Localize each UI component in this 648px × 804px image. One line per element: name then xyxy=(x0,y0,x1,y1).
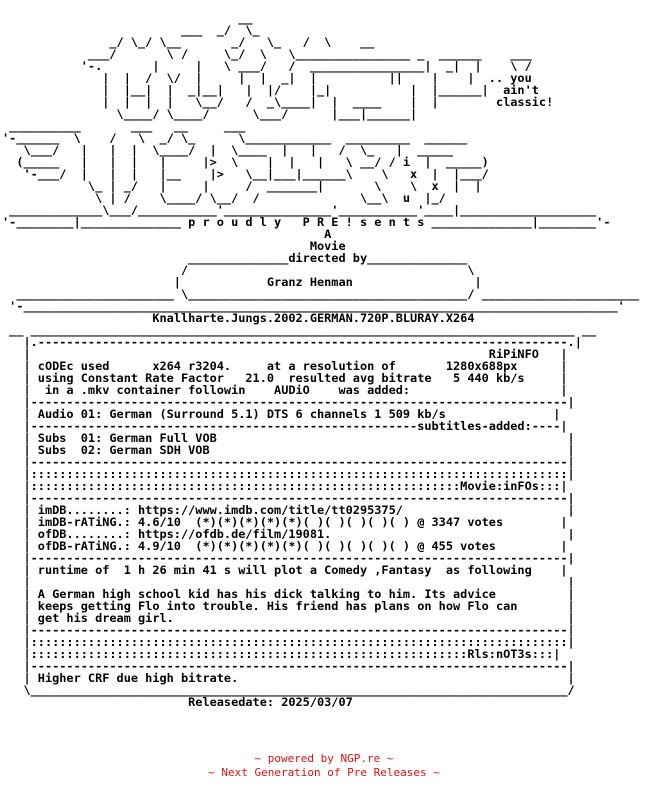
footer-credits: ~ powered by NGP.re ~ ~ Next Generation … xyxy=(0,752,648,780)
nfo-ascii-art: __ ___ _/ \_ _/ \_/ \__ _/ \_ / \ __ ___… xyxy=(2,12,640,708)
footer-tagline: ~ Next Generation of Pre Releases ~ xyxy=(208,766,440,779)
footer-powered-by: ~ powered by NGP.re ~ xyxy=(254,752,394,765)
